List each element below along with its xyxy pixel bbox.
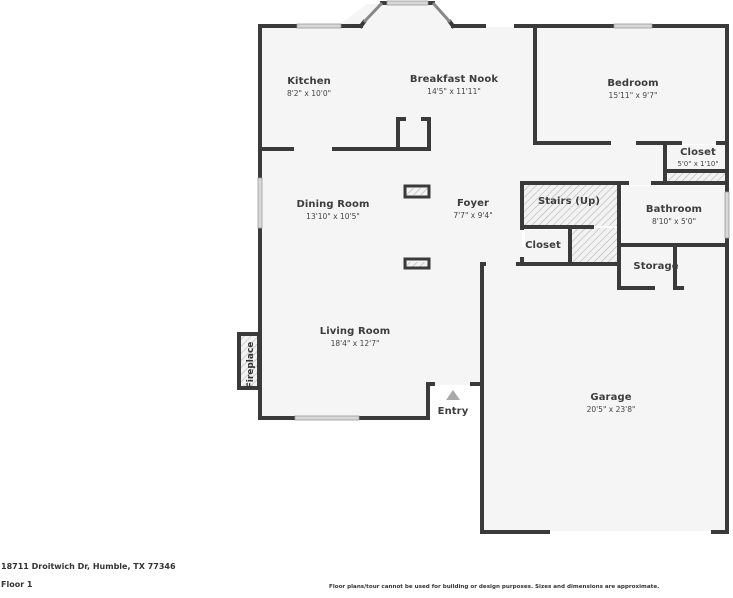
room-dimensions: 8'2" x 10'0" <box>286 89 332 98</box>
room-label-storage: Storage <box>633 261 678 272</box>
room-name: Foyer <box>456 198 490 209</box>
room-name: Living Room <box>319 326 391 337</box>
room-name: Stairs (Up) <box>537 196 601 207</box>
room-label-closet-lower: Closet <box>525 240 561 251</box>
room-name: Storage <box>633 261 679 272</box>
room-dimensions: 20'5" x 23'8" <box>586 405 636 414</box>
room-label-bedroom: Bedroom 15'11" x 9'7" <box>607 78 658 100</box>
room-dimensions: 15'11" x 9'7" <box>608 91 658 100</box>
room-dimensions: 13'10" x 10'5" <box>306 212 360 221</box>
room-label-breakfast-nook: Breakfast Nook 14'5" x 11'11" <box>410 74 498 96</box>
property-address: 18711 Droitwich Dr, Humble, TX 77346 <box>1 562 176 571</box>
walls <box>237 1 729 534</box>
entry-arrow-icon <box>446 390 460 400</box>
windows <box>257 0 730 421</box>
floor-label: Floor 1 <box>1 580 33 589</box>
room-dimensions: 8'10" x 5'0" <box>651 217 697 226</box>
hatched-areas <box>240 173 727 387</box>
room-name: Closet <box>680 147 716 158</box>
room-name: Closet <box>525 240 561 251</box>
room-label-stairs: Stairs (Up) <box>538 196 600 207</box>
room-dimensions: 5'0" x 1'10" <box>677 160 719 168</box>
room-label-kitchen: Kitchen 8'2" x 10'0" <box>287 76 331 98</box>
room-dimensions: 7'7" x 9'4" <box>453 211 493 220</box>
room-name: Garage <box>590 392 632 403</box>
room-label-garage: Garage 20'5" x 23'8" <box>587 392 636 414</box>
room-dimensions: 18'4" x 12'7" <box>330 339 380 348</box>
room-name: Bathroom <box>645 204 703 215</box>
room-name: Bedroom <box>607 78 659 89</box>
floor-fill <box>261 4 727 531</box>
room-label-bathroom: Bathroom 8'10" x 5'0" <box>646 204 702 226</box>
disclaimer-text: Floor plans/tour cannot be used for buil… <box>329 584 660 590</box>
room-name: Entry <box>437 406 469 417</box>
room-label-closet-upper: Closet 5'0" x 1'10" <box>677 147 718 168</box>
room-label-dining-room: Dining Room 13'10" x 10'5" <box>297 199 370 221</box>
room-label-entry: Entry <box>438 406 469 417</box>
room-name: Dining Room <box>296 199 370 210</box>
room-label-fireplace: Fireplace <box>246 341 256 389</box>
room-label-living-room: Living Room 18'4" x 12'7" <box>320 326 390 348</box>
room-name: Breakfast Nook <box>409 74 499 85</box>
room-label-foyer: Foyer 7'7" x 9'4" <box>453 198 492 220</box>
room-name: Kitchen <box>287 76 331 87</box>
room-dimensions: 14'5" x 11'11" <box>427 87 481 96</box>
